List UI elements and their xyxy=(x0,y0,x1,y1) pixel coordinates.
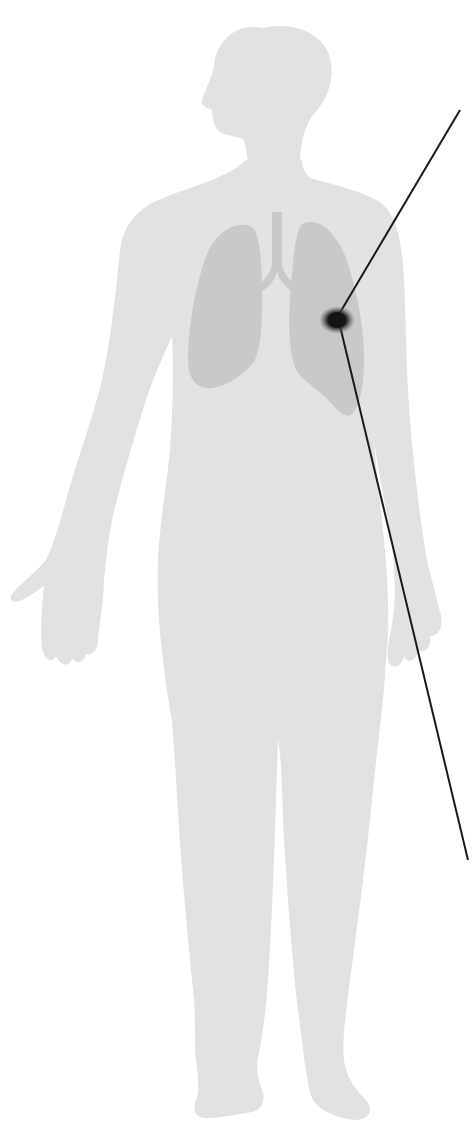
body-silhouette xyxy=(11,26,442,1120)
head-shape xyxy=(202,26,332,166)
tumor-core xyxy=(328,312,346,328)
tumor-marker xyxy=(319,306,355,334)
